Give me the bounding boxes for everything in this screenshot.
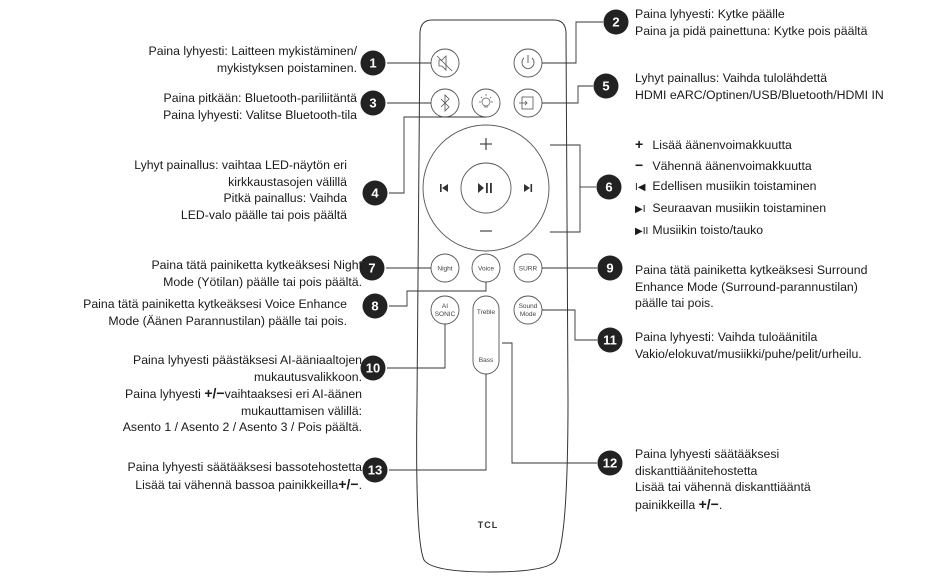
badge-3: 3	[360, 90, 386, 116]
svg-text:2: 2	[612, 15, 619, 30]
svg-text:13: 13	[368, 463, 382, 478]
list-item: + Lisää äänenvoimakkuutta	[635, 136, 792, 152]
svg-text:7: 7	[368, 261, 375, 276]
badge-5: 5	[593, 73, 619, 99]
minus-icon: −	[635, 157, 644, 173]
input-icon	[519, 96, 534, 110]
mode-label: Mode	[520, 311, 537, 318]
ai-label: AI	[442, 303, 448, 310]
svg-text:3: 3	[369, 96, 376, 111]
voice-label: Voice	[478, 266, 494, 273]
power-icon	[521, 55, 535, 69]
callout-6-list: + Lisää äänenvoimakkuutta − Vähennä ääne…	[635, 134, 826, 242]
list-item: I◀ Edellisen musiikin toistaminen	[635, 176, 826, 198]
next-icon	[524, 184, 533, 192]
sonic-label: SONIC	[435, 311, 456, 318]
badge-9: 9	[597, 255, 623, 281]
input-button	[513, 88, 543, 118]
plus-icon: +	[635, 136, 644, 152]
svg-text:12: 12	[603, 456, 617, 471]
next-icon: ▶I	[635, 204, 646, 215]
badge-12: 12	[597, 450, 623, 476]
callout-12-text: Paina lyhyesti säätääksesi diskanttiääni…	[635, 447, 811, 512]
brand-logo: TCL	[478, 520, 499, 530]
mute-button	[430, 48, 460, 78]
treble-label: Treble	[477, 309, 496, 316]
mute-icon	[436, 55, 453, 72]
bulb-icon	[479, 94, 493, 108]
svg-text:8: 8	[371, 299, 378, 314]
leader-lines	[386, 21, 603, 471]
badge-11: 11	[597, 327, 623, 353]
svg-text:9: 9	[606, 261, 613, 276]
led-button	[471, 88, 501, 118]
bluetooth-icon	[440, 94, 450, 112]
list-item: − Vähennä äänenvoimakkuutta	[635, 157, 812, 173]
list-item: ▶II Musiikin toisto/tauko	[635, 220, 826, 242]
previous-icon	[440, 184, 448, 192]
plus-minus-icon: +/−	[204, 385, 225, 401]
play-pause-icon: ▶II	[635, 226, 649, 237]
svg-text:1: 1	[369, 56, 376, 71]
badge-6: 6	[596, 174, 622, 200]
badge-10: 10	[360, 355, 386, 381]
callout-13-text: Paina lyhyesti säätääksesi bassotehostet…	[127, 460, 362, 492]
previous-icon: I◀	[635, 182, 646, 193]
play-pause-icon	[478, 183, 492, 193]
callout-1-text: Paina lyhyesti: Laitteen mykistäminen/my…	[148, 44, 357, 75]
badge-2: 2	[603, 9, 629, 35]
callout-9-text: Paina tätä painiketta kytkeäksesi Surrou…	[635, 263, 868, 310]
svg-text:6: 6	[605, 180, 612, 195]
badge-4: 4	[362, 180, 388, 206]
svg-text:10: 10	[366, 361, 380, 376]
badge-7: 7	[359, 255, 385, 281]
svg-text:4: 4	[371, 186, 379, 201]
plus-minus-icon: +/−	[338, 475, 359, 492]
badge-13: 13	[362, 457, 388, 483]
badge-8: 8	[362, 293, 388, 319]
surr-label: SURR	[519, 266, 538, 273]
list-item: ▶I Seuraavan musiikin toistaminen	[635, 198, 826, 220]
badge-1: 1	[360, 50, 386, 76]
plus-minus-icon: +/−	[698, 495, 719, 512]
callout-10-text: Paina lyhyesti päästäksesi AI-ääniaaltoj…	[122, 353, 362, 434]
callout-8-text: Paina tätä painiketta kytkeäksesi Voice …	[83, 297, 347, 328]
ai-sonic-button	[430, 295, 460, 325]
night-label: Night	[437, 266, 452, 273]
sound-label: Sound	[519, 303, 538, 310]
svg-text:5: 5	[602, 79, 609, 94]
volume-up-icon	[480, 138, 492, 150]
svg-text:11: 11	[603, 333, 617, 348]
sound-mode-button	[513, 295, 543, 325]
bass-label: Bass	[479, 357, 494, 364]
